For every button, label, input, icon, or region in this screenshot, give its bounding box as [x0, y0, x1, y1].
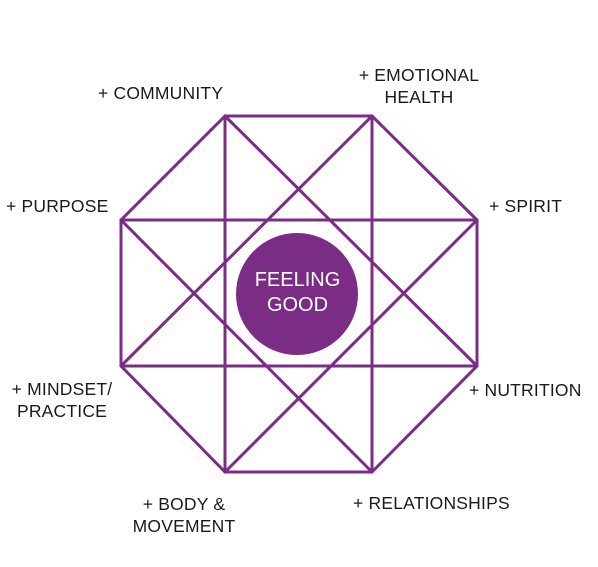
star-line-br-lt: [119, 218, 374, 474]
label-community-line-1: + COMMUNITY: [98, 83, 224, 103]
label-nutrition: + NUTRITION: [469, 379, 582, 401]
star-line-tl-rb: [223, 114, 479, 368]
octagon-connections: [119, 114, 479, 474]
label-body-movement-line-1: + BODY &: [142, 494, 226, 514]
star-line-lb-tr: [119, 114, 374, 368]
label-emotional-health-line-1: + EMOTIONAL: [358, 65, 480, 85]
label-relationships-line-1: + RELATIONSHIPS: [353, 493, 510, 513]
label-relationships: + RELATIONSHIPS: [353, 492, 510, 514]
label-body-movement: + BODY & MOVEMENT: [125, 493, 243, 537]
label-community: + COMMUNITY: [98, 82, 223, 104]
octagon-edge-tr-rt: [370, 114, 479, 222]
label-mindset-practice-line-1: + MINDSET/: [11, 379, 113, 399]
label-purpose-line-1: + PURPOSE: [6, 196, 109, 216]
center-circle: [236, 233, 358, 355]
center-label-line-2: GOOD: [266, 294, 329, 316]
label-mindset-practice-line-2: PRACTICE: [16, 401, 108, 421]
label-purpose: + PURPOSE: [6, 195, 108, 217]
label-body-movement-line-2: MOVEMENT: [132, 516, 236, 536]
center-label: FEELING GOOD: [236, 268, 359, 318]
center-label-line-1: FEELING: [254, 269, 341, 291]
label-emotional-health-line-2: HEALTH: [384, 87, 454, 107]
label-mindset-practice: + MINDSET/ PRACTICE: [6, 378, 118, 422]
octagon-edge-lt-tl: [119, 114, 227, 222]
label-emotional-health: + EMOTIONAL HEALTH: [354, 64, 484, 108]
octagon-edge-rb-br: [370, 364, 479, 474]
octagon-edge-bl-lb: [119, 364, 227, 474]
star-line-rt-bl: [223, 218, 479, 474]
label-spirit: + SPIRIT: [489, 195, 562, 217]
label-spirit-line-1: + SPIRIT: [489, 196, 563, 216]
label-nutrition-line-1: + NUTRITION: [469, 380, 582, 400]
